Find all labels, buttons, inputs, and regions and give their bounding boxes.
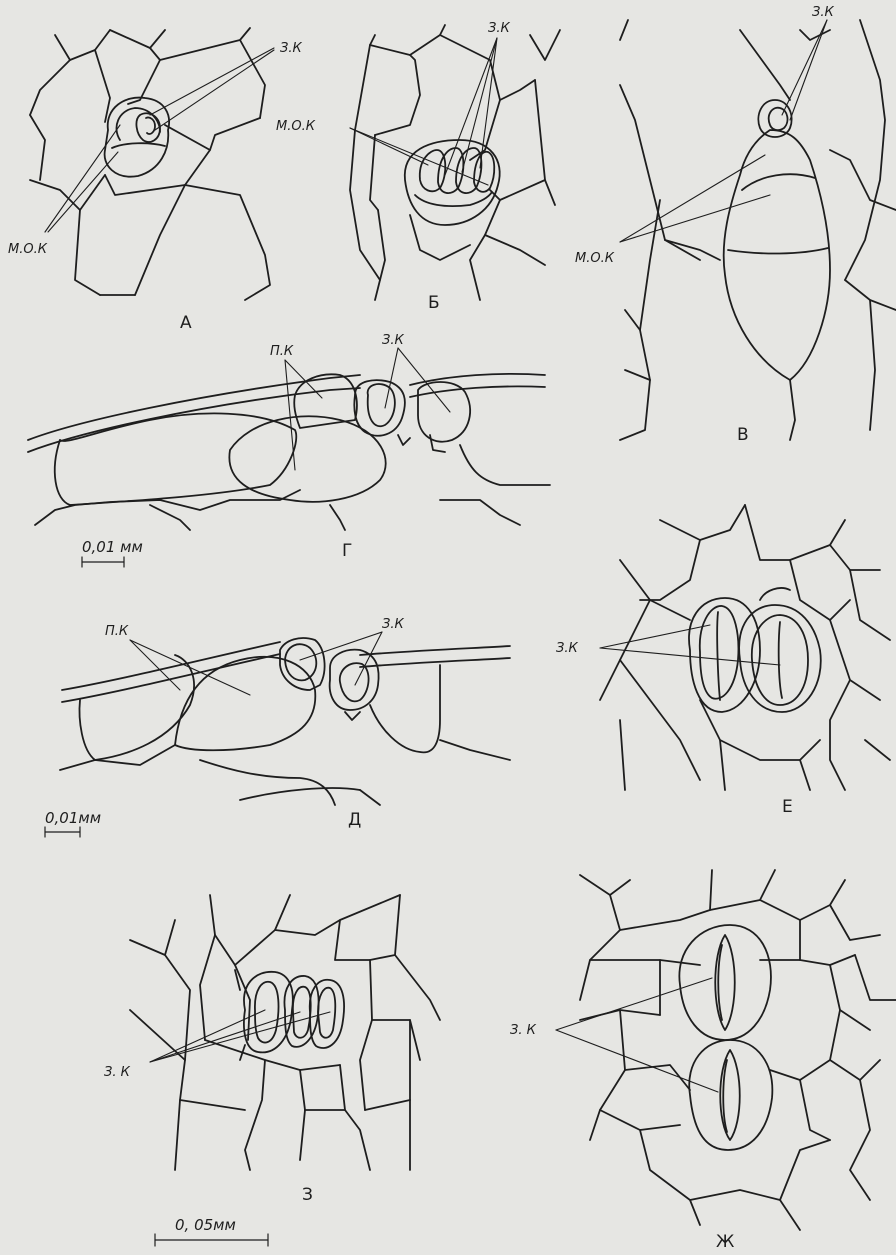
panel-z-label-guard-cell: З. К	[104, 1065, 131, 1080]
panel-a-letter: А	[180, 313, 192, 333]
panel-b-label-mother-cell: М.О.К	[276, 119, 316, 134]
panel-zh-letter: Ж	[716, 1232, 734, 1252]
panel-v-leaders	[620, 20, 827, 242]
panel-g-label-guard-cell: З.К	[382, 333, 404, 348]
panel-g-letter: Г	[342, 541, 352, 561]
panel-g-scale-label: 0,01 мм	[82, 538, 143, 556]
panel-d-label-guard-cell: З.К	[382, 617, 404, 632]
panel-g-drawing	[28, 374, 550, 530]
panel-d-leaders	[130, 632, 382, 695]
panel-b-drawing	[350, 25, 560, 300]
panel-b-letter: Б	[428, 293, 440, 313]
panel-z-leaders	[150, 1010, 330, 1062]
panel-e-label-guard-cell: З.К	[556, 641, 578, 656]
panel-v-label-mother-cell: М.О.К	[575, 251, 615, 266]
panel-v-drawing	[620, 20, 896, 440]
panel-g-label-subsidiary-cell: П.К	[270, 344, 294, 359]
panel-a-label-guard-cell: З.К	[280, 41, 302, 56]
panel-v-label-guard-cell: З.К	[812, 5, 834, 20]
panel-zh-drawing	[580, 870, 896, 1230]
panel-e-letter: Е	[782, 797, 793, 817]
panel-a-drawing	[30, 28, 270, 300]
panel-z-letter: З	[302, 1185, 313, 1205]
panel-b-label-guard-cell: З.К	[488, 21, 510, 36]
panel-zh-label-guard-cell: З. К	[510, 1023, 537, 1038]
panel-d-label-subsidiary-cell: П.К	[105, 624, 129, 639]
panel-a-leaders	[45, 48, 274, 232]
panel-z-drawing	[130, 895, 440, 1170]
panel-d-drawing	[60, 638, 510, 805]
panel-v-letter: В	[737, 425, 749, 445]
panel-z-scale-label: 0, 05мм	[175, 1216, 236, 1234]
panel-e-drawing	[600, 505, 890, 790]
panel-a-label-mother-cell: М.О.К	[8, 242, 48, 257]
panel-d-scale-label: 0,01мм	[45, 809, 101, 827]
panel-d-letter: Д	[348, 810, 361, 830]
